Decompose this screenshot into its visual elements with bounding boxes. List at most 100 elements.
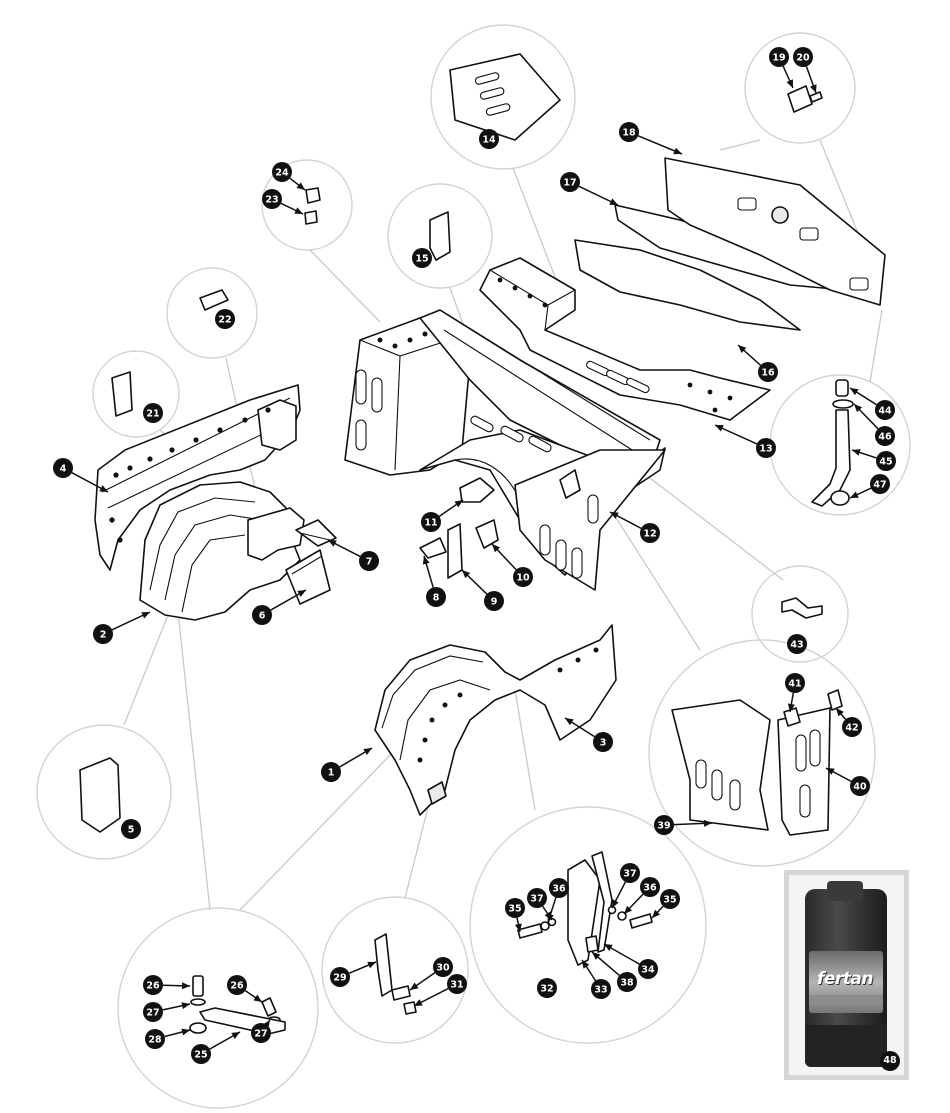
part-9: [447, 523, 463, 579]
callout-dot: [769, 47, 789, 67]
detail-circle-23-24: [261, 159, 353, 251]
callout-arrowhead-25: [231, 1032, 240, 1039]
callout-37: 37: [527, 888, 547, 908]
callout-13: 13: [756, 438, 776, 458]
part-31: [403, 1001, 417, 1015]
part-47: [830, 490, 850, 506]
callout-39: 39: [654, 815, 674, 835]
callout-dot: [143, 1002, 163, 1022]
callout-number: 35: [508, 903, 521, 914]
callout-22: 22: [215, 309, 235, 329]
callout-arrowhead-26: [181, 982, 190, 990]
callout-dot: [758, 362, 778, 382]
part-bracket-7: [295, 519, 337, 547]
callout-arrows: [71, 65, 879, 1050]
callout-20: 20: [793, 47, 813, 67]
callout-4: 4: [53, 458, 73, 478]
callout-arrowhead-10: [492, 544, 501, 553]
callout-number: 7: [366, 556, 373, 567]
callout-dot: [262, 189, 282, 209]
part-41: [783, 707, 801, 727]
detail-circle-21: [92, 350, 180, 438]
callout-number: 16: [761, 367, 775, 378]
callout-number: 39: [657, 820, 670, 831]
callout-arrowhead-20: [809, 84, 817, 93]
part-24: [305, 187, 321, 204]
callout-arrowhead-40: [826, 768, 835, 775]
detail-circle-39-42: [648, 639, 876, 867]
callout-number: 37: [623, 868, 636, 879]
part-35-left: [517, 923, 543, 939]
detail-circle-25-28: [117, 907, 319, 1109]
callout-arrowhead-35: [514, 923, 522, 932]
detail-circle-14: [430, 24, 576, 170]
callout-dot: [537, 978, 557, 998]
callout-dot: [591, 979, 611, 999]
detail-circle-22: [166, 267, 258, 359]
callout-arrowhead-29: [367, 961, 376, 969]
callout-25: 25: [191, 1044, 211, 1064]
callout-arrowhead-39: [703, 819, 712, 827]
callout-number: 8: [433, 592, 440, 603]
callout-number: 46: [878, 431, 892, 442]
callout-35: 35: [505, 898, 525, 918]
callout-dot: [842, 717, 862, 737]
callout-dot: [227, 975, 247, 995]
callout-number: 22: [218, 314, 231, 325]
callout-3: 3: [593, 732, 613, 752]
detail-circle-43: [751, 565, 849, 663]
callout-36: 36: [640, 877, 660, 897]
callout-dot: [505, 898, 525, 918]
part-5: [79, 757, 121, 833]
callout-number: 30: [436, 962, 450, 973]
part-rear-panels-39-42: [671, 689, 843, 836]
part-43: [781, 597, 823, 619]
callout-dot: [479, 129, 499, 149]
callout-dot: [638, 959, 658, 979]
callout-number: 35: [663, 894, 676, 905]
callout-number: 26: [146, 980, 160, 991]
callout-arrowhead-30: [410, 982, 419, 990]
part-18: [664, 157, 886, 306]
part-16: [574, 239, 801, 331]
callout-number: 2: [100, 629, 107, 640]
callout-number: 11: [424, 517, 437, 528]
callout-dot: [93, 624, 113, 644]
callout-48: 48: [880, 1051, 900, 1071]
callout-arrowhead-31: [414, 999, 423, 1006]
callout-dot: [252, 605, 272, 625]
callout-number: 27: [146, 1007, 159, 1018]
callout-42: 42: [842, 717, 862, 737]
part-34: [591, 851, 613, 953]
callout-10: 10: [513, 567, 533, 587]
callout-number: 44: [878, 405, 892, 416]
callout-arrowhead-47: [850, 491, 859, 498]
callout-number: 15: [415, 253, 428, 264]
callout-number: 19: [772, 52, 785, 63]
callout-number: 26: [230, 980, 244, 991]
callout-dot: [433, 957, 453, 977]
callout-arrowhead-45: [852, 449, 861, 456]
callout-number: 9: [491, 596, 498, 607]
callout-dot: [875, 426, 895, 446]
callout-arrowhead-36: [624, 905, 633, 914]
detail-circles: [36, 24, 911, 1109]
callout-number: 45: [879, 456, 892, 467]
callout-number: 31: [450, 979, 463, 990]
callout-44: 44: [875, 400, 895, 420]
callout-dot: [447, 974, 467, 994]
callout-arrowhead-41: [787, 703, 795, 712]
callout-number: 32: [540, 983, 553, 994]
callout-number: 36: [643, 882, 657, 893]
callout-18: 18: [619, 122, 639, 142]
detail-circle-19-20: [744, 32, 856, 144]
callout-number: 47: [873, 479, 886, 490]
part-22: [199, 289, 229, 311]
callout-number: 40: [853, 781, 867, 792]
callout-arrowhead-16: [738, 345, 747, 353]
callout-9: 9: [484, 591, 504, 611]
callout-number: 37: [530, 893, 543, 904]
callout-dot: [756, 438, 776, 458]
